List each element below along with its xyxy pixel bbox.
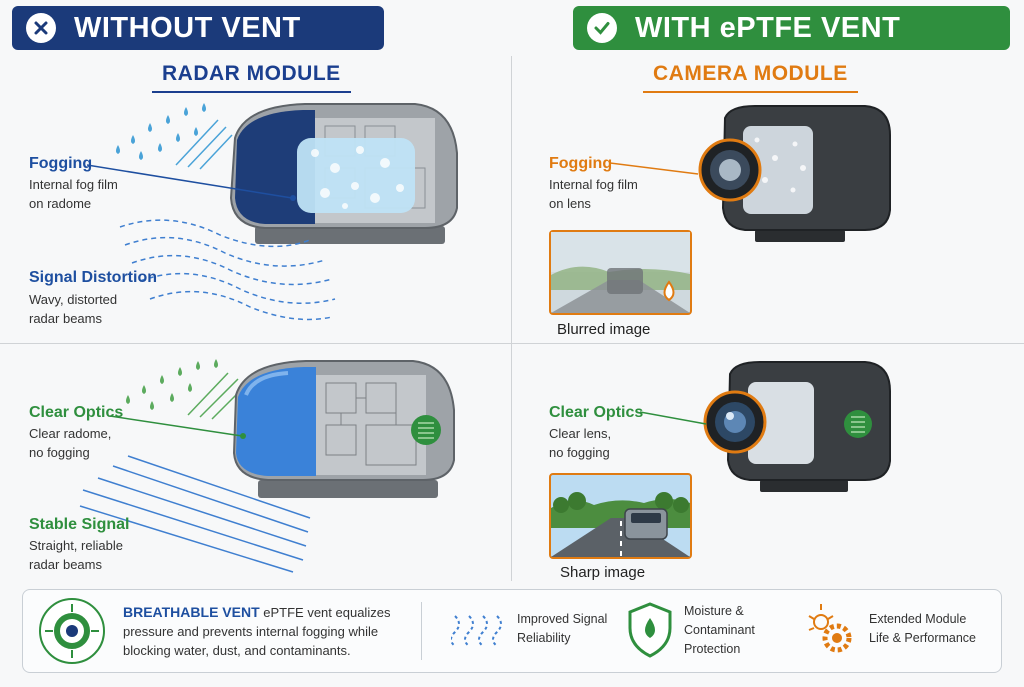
with-vent-label: WITH ePTFE VENT bbox=[635, 11, 901, 44]
camera-optics-desc: Clear lens, no fogging bbox=[549, 426, 612, 460]
camera-fog-callout-line bbox=[610, 162, 699, 175]
radar-module-fogged bbox=[229, 103, 458, 244]
shield-droplet-icon bbox=[628, 602, 672, 658]
rain-drops-icon bbox=[116, 103, 233, 170]
vent-description: BREATHABLE VENT ePTFE vent equalizes pre… bbox=[123, 603, 423, 660]
stable-signal-title: Stable Signal bbox=[29, 516, 130, 533]
without-vent-label: WITHOUT VENT bbox=[74, 11, 301, 44]
benefit-signal-label: Improved Signal Reliability bbox=[517, 612, 608, 645]
breathable-vent-icon bbox=[39, 598, 105, 664]
without-vent-banner: WITHOUT VENT bbox=[12, 6, 384, 50]
camera-fog-desc: Internal fog film on lens bbox=[549, 177, 638, 211]
benefit-moisture-label: Moisture & Contaminant Protection bbox=[684, 604, 755, 656]
radar-module-header: RADAR MODULE bbox=[152, 62, 351, 93]
sharp-road-image bbox=[549, 473, 692, 559]
vent-title: BREATHABLE VENT bbox=[123, 604, 260, 620]
check-icon bbox=[587, 13, 617, 43]
close-icon bbox=[26, 13, 56, 43]
camera-module-fogged bbox=[698, 105, 891, 242]
camera-module-header: CAMERA MODULE bbox=[643, 62, 858, 93]
radar-optics-title: Clear Optics bbox=[29, 404, 124, 421]
vertical-divider bbox=[511, 56, 512, 581]
horizontal-divider bbox=[0, 343, 1024, 344]
signal-wave-icon bbox=[451, 615, 502, 647]
footer-panel: BREATHABLE VENT ePTFE vent equalizes pre… bbox=[22, 589, 1002, 673]
radar-module-title: RADAR MODULE bbox=[162, 62, 341, 85]
distorted-beams-icon bbox=[119, 219, 336, 321]
stable-signal-desc: Straight, reliable radar beams bbox=[29, 538, 123, 572]
radar-module-clear bbox=[232, 360, 455, 498]
camera-module-title: CAMERA MODULE bbox=[653, 62, 848, 85]
sharp-image-caption: Sharp image bbox=[560, 564, 646, 581]
radar-fog-desc: Internal fog film on radome bbox=[29, 177, 118, 211]
radar-fog-title: Fogging bbox=[29, 155, 93, 172]
radar-optics-desc: Clear radome, no fogging bbox=[29, 426, 112, 460]
signal-distortion-desc: Wavy, distorted radar beams bbox=[29, 292, 118, 326]
with-vent-banner: WITH ePTFE VENT bbox=[573, 6, 1010, 50]
vent-desc-1: ePTFE vent equalizes bbox=[263, 605, 391, 620]
benefit-life-label: Extended Module Life & Performance bbox=[869, 612, 976, 645]
camera-fog-title: Fogging bbox=[549, 155, 613, 172]
camera-optics-callout-line bbox=[640, 411, 707, 425]
camera-optics-title: Clear Optics bbox=[549, 404, 644, 421]
blurred-image-caption: Blurred image bbox=[557, 321, 651, 338]
optics-callout-line bbox=[110, 415, 246, 439]
gear-sun-icon bbox=[808, 604, 852, 653]
vent-desc-2: pressure and prevents internal fogging w… bbox=[123, 624, 379, 658]
camera-module-clear bbox=[703, 361, 891, 492]
signal-distortion-title: Signal Distortion bbox=[29, 269, 157, 286]
footer-divider bbox=[421, 602, 422, 660]
fog-callout-line bbox=[87, 164, 296, 201]
straight-beams-icon bbox=[79, 455, 311, 573]
blurred-road-image bbox=[549, 230, 692, 315]
